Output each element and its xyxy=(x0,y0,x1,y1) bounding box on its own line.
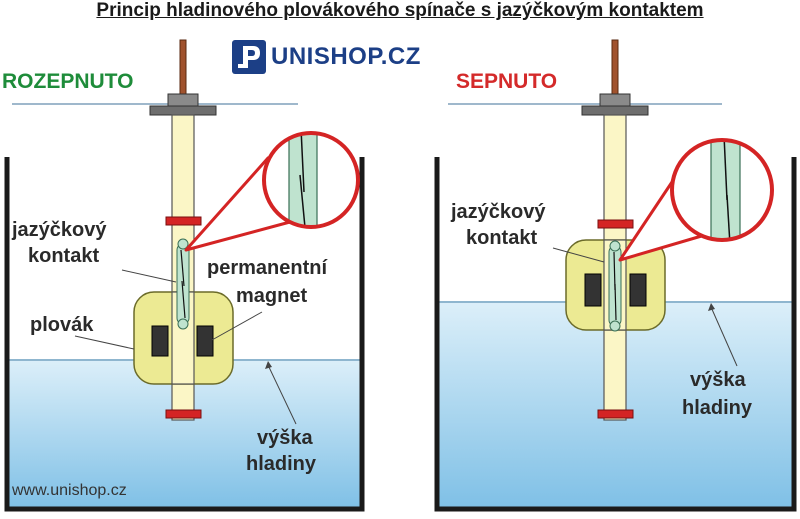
left-reed-blade-b xyxy=(181,280,186,319)
right-reed-blade-a xyxy=(613,251,616,291)
right-leader-level-arrow xyxy=(708,303,715,311)
left-leader-level xyxy=(267,364,297,425)
right-tank xyxy=(434,157,797,512)
right-stop-ring-top xyxy=(597,219,634,229)
left-reed-capsule xyxy=(176,243,190,325)
left-leader-reed xyxy=(121,269,177,283)
left-nut-flange xyxy=(149,105,217,116)
right-magnet-right xyxy=(629,273,647,307)
right-reed-end-top xyxy=(609,240,621,252)
right-leader-level xyxy=(710,306,738,367)
right-reed-label-2: kontakt xyxy=(466,227,538,249)
right-reed-end-bottom xyxy=(609,320,621,332)
left-reed-end-bottom xyxy=(177,318,189,330)
left-magnet-label-2: magnet xyxy=(236,285,308,307)
right-lens-blade-a xyxy=(723,140,728,201)
right-panel xyxy=(434,39,797,512)
left-stop-ring-bottom xyxy=(165,409,202,419)
right-reed-blade-b xyxy=(614,283,617,321)
right-stop-ring-bottom xyxy=(597,409,634,419)
left-level-label-2: hladiny xyxy=(246,453,317,475)
left-reed-blade-a xyxy=(180,249,185,287)
left-magnifier-ring xyxy=(262,131,360,229)
brand-logo: UNISHOP.CZ xyxy=(232,40,421,74)
footer-url: www.unishop.cz xyxy=(12,482,127,499)
left-leader-level-arrow xyxy=(265,361,272,369)
left-cable xyxy=(179,39,187,97)
right-level-label-1: výška xyxy=(690,369,746,391)
brand-mark-icon xyxy=(232,40,266,74)
left-state-label: ROZEPNUTO xyxy=(2,70,134,93)
left-magnet-label-1: permanentní xyxy=(207,257,328,279)
right-nut-flange xyxy=(581,105,649,116)
left-level-label-1: výška xyxy=(257,427,313,449)
right-leader-reed xyxy=(552,247,605,263)
left-magnet-left xyxy=(151,325,169,357)
left-float-label: plovák xyxy=(30,314,94,336)
left-reed-label-1: jazýčkový xyxy=(12,219,107,241)
right-lens-tube xyxy=(710,140,741,240)
left-stop-ring-top xyxy=(165,216,202,226)
right-level-label-2: hladiny xyxy=(682,397,753,419)
right-lens-blade-b xyxy=(726,194,731,240)
left-lens-blade-b xyxy=(299,174,307,227)
left-lens-blade-a xyxy=(300,133,305,193)
diagram-title: Princip hladinového plovákového spínače … xyxy=(96,0,704,21)
left-leader-magnet xyxy=(211,311,263,341)
right-state-label: SEPNUTO xyxy=(456,70,558,93)
left-panel xyxy=(4,39,365,512)
left-reed-label-2: kontakt xyxy=(28,245,100,267)
right-nut-top xyxy=(599,93,631,107)
right-magnet-left xyxy=(584,273,602,307)
left-reed-end-top xyxy=(177,238,189,250)
right-cable xyxy=(611,39,619,97)
right-magnifier-ring xyxy=(670,138,774,242)
left-tank xyxy=(4,157,365,512)
left-magnet-right xyxy=(196,325,214,357)
right-reed-label-1: jazýčkový xyxy=(451,201,546,223)
brand-name: UNISHOP.CZ xyxy=(271,43,421,70)
left-nut-top xyxy=(167,93,199,107)
left-leader-float xyxy=(74,335,135,350)
